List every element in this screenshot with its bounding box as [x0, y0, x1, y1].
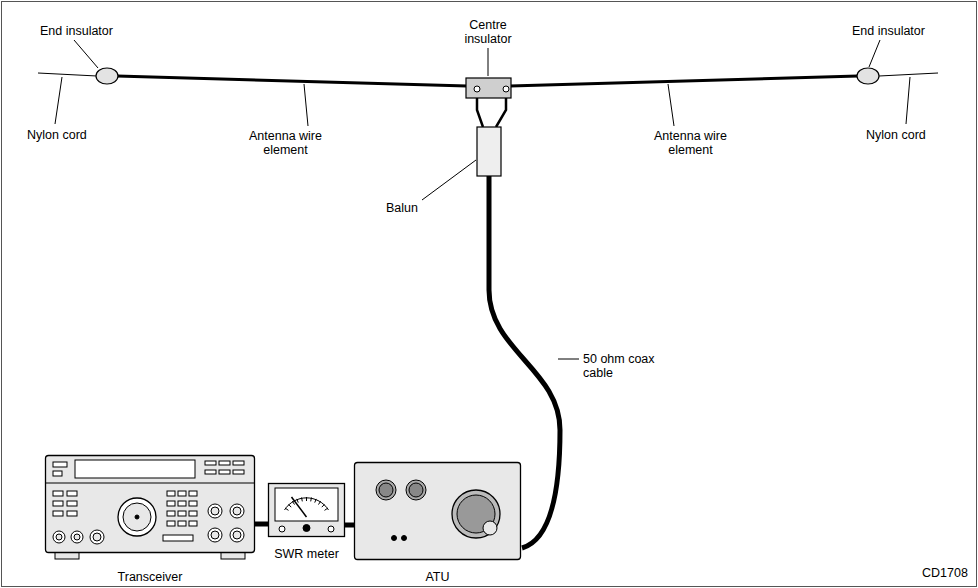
- part-label: Centre insulator: [453, 18, 523, 46]
- transceiver-drawing: [45, 455, 255, 560]
- part-label: Nylon cord: [27, 128, 87, 142]
- equipment-label: ATU: [425, 570, 449, 584]
- part-label: End insulator: [40, 24, 113, 38]
- end-insulator: [857, 68, 879, 84]
- antenna-wire: [117, 76, 467, 86]
- cable: [255, 522, 268, 527]
- nylon-cord: [879, 73, 938, 76]
- part-label: Nylon cord: [866, 128, 926, 142]
- balun: [477, 127, 501, 176]
- swr-drawing: [268, 483, 345, 537]
- part-label: 50 ohm coax cable: [583, 352, 655, 380]
- drawing-code: CD1708: [922, 566, 968, 580]
- antenna-wire: [510, 76, 858, 86]
- end-insulator: [96, 68, 118, 84]
- terminal: [503, 86, 509, 92]
- part-label: Antenna wire element: [648, 129, 733, 157]
- terminal: [474, 86, 480, 92]
- part-label: Balun: [386, 201, 418, 215]
- atu-unit: ATU: [354, 462, 521, 560]
- centre-insulator: [466, 78, 511, 98]
- equipment-label: SWR meter: [274, 547, 339, 561]
- cable: [345, 523, 354, 528]
- atu-drawing: [354, 462, 521, 560]
- leader-lines: [55, 40, 910, 359]
- swr-meter-unit: SWR meter: [268, 483, 345, 537]
- nylon-cord: [38, 73, 97, 76]
- transceiver-unit: Transceiver: [45, 455, 255, 560]
- equipment-label: Transceiver: [118, 570, 183, 584]
- part-label: Antenna wire element: [243, 129, 328, 157]
- part-label: End insulator: [852, 24, 925, 38]
